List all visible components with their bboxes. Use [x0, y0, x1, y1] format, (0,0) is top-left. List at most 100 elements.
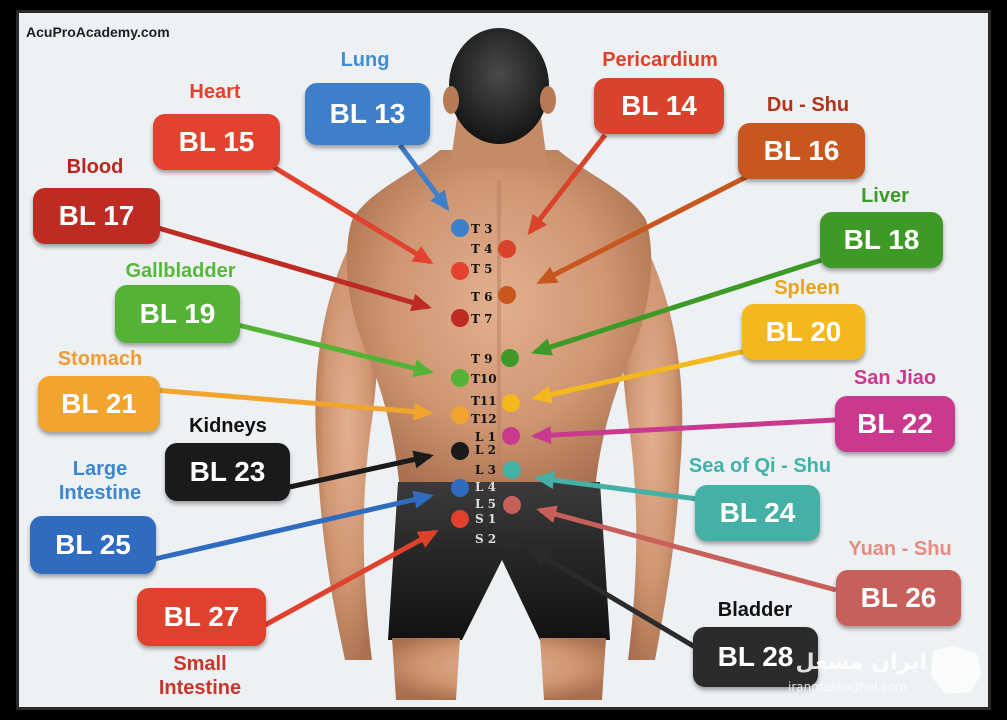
organ-label-stomach: Stomach	[57, 348, 143, 370]
point-dot-yuanshu	[503, 496, 521, 514]
point-box-yuanshu: BL 26	[836, 570, 961, 626]
point-dot-pericardium	[498, 240, 516, 258]
vertebra-label: T10	[471, 372, 497, 386]
arrow-bladder	[530, 547, 702, 653]
point-box-liver: BL 18	[820, 212, 943, 268]
arrow-blood	[147, 222, 429, 310]
point-dot-kidneys	[451, 442, 469, 460]
point-box-gallbladder: BL 19	[115, 285, 240, 343]
organ-label-blood: Blood	[66, 156, 124, 178]
point-box-stomach: BL 21	[38, 376, 160, 432]
vertebra-label: T11	[471, 394, 497, 408]
point-dot-dushu	[498, 286, 516, 304]
organ-label-liver: Liver	[861, 185, 909, 207]
vertebra-label: L 2	[475, 443, 496, 457]
arrowhead-bladder	[528, 547, 551, 566]
point-box-kidneys: BL 23	[165, 443, 290, 501]
point-box-lung: BL 13	[305, 83, 430, 145]
arrow-gallbladder	[237, 322, 431, 375]
vertebra-label: S 1	[475, 512, 497, 526]
organ-label-gallbladder: Gallbladder	[125, 260, 236, 282]
vertebra-label: L 4	[475, 480, 496, 494]
organ-label-lung: Lung	[340, 49, 390, 71]
arrowhead-seaofqi	[534, 471, 556, 490]
point-box-spleen: BL 20	[742, 304, 865, 360]
watermark-logo-icon	[931, 646, 981, 694]
point-code: BL 17	[58, 200, 135, 231]
point-dot-smallint	[451, 510, 469, 528]
point-code: BL 15	[178, 126, 255, 157]
point-box-heart: BL 15	[153, 114, 280, 170]
point-code: BL 19	[139, 298, 216, 329]
point-code: BL 26	[860, 582, 937, 613]
point-box-sanjiao: BL 22	[835, 396, 955, 452]
left-ear	[443, 86, 459, 114]
arrowhead-sanjiao	[531, 426, 552, 445]
point-dot-largeint	[451, 479, 469, 497]
arrowhead-pericardium	[527, 213, 547, 236]
organ-label-largeint: Large Intestine	[58, 458, 142, 504]
arrowhead-spleen	[531, 385, 553, 404]
vertebra-label: T12	[471, 412, 497, 426]
vertebra-label: T 6	[471, 290, 493, 304]
arrowhead-yuanshu	[536, 505, 558, 523]
point-code: BL 18	[843, 224, 920, 255]
vertebra-label: L 1	[475, 430, 496, 444]
point-dot-blood	[451, 309, 469, 327]
point-dot-lung	[451, 219, 469, 237]
organ-label-yuanshu: Yuan - Shu	[848, 538, 952, 560]
organ-label-seaofqi: Sea of Qi - Shu	[688, 455, 832, 477]
vertebra-label: L 5	[475, 497, 496, 511]
shorts	[388, 482, 610, 640]
organ-label-heart: Heart	[189, 81, 241, 103]
point-code: BL 22	[857, 408, 933, 439]
arrowhead-kidneys	[412, 450, 434, 469]
arrow-pericardium	[528, 133, 607, 234]
arrowhead-lung	[430, 189, 450, 212]
arrow-spleen	[534, 347, 751, 401]
point-dot-liver	[501, 349, 519, 367]
point-code: BL 14	[621, 90, 697, 121]
point-dot-seaofqi	[503, 461, 521, 479]
organ-label-sanjiao: San Jiao	[853, 367, 937, 389]
arrowhead-liver	[531, 338, 553, 356]
arrow-sanjiao	[534, 417, 836, 439]
brand-text: AcuProAcademy.com	[26, 24, 170, 40]
point-dot-spleen	[502, 394, 520, 412]
arrowhead-largeint	[412, 490, 434, 509]
arrowhead-dushu	[536, 266, 559, 284]
organ-label-dushu: Du - Shu	[766, 94, 850, 116]
organ-label-bladder: Bladder	[717, 599, 793, 621]
point-box-seaofqi: BL 24	[695, 485, 820, 541]
arrowhead-blood	[410, 293, 432, 312]
vertebra-label: T 3	[471, 222, 493, 236]
point-box-smallint: BL 27	[137, 588, 266, 646]
point-code: BL 21	[61, 388, 137, 419]
watermark-url: iranmashaghel.com	[788, 680, 907, 694]
vertebra-label: T 4	[471, 242, 493, 256]
arrow-smallint	[263, 529, 437, 628]
point-box-pericardium: BL 14	[594, 78, 724, 134]
point-code: BL 23	[189, 456, 266, 487]
point-code: BL 16	[763, 135, 840, 166]
arrow-kidneys	[284, 453, 431, 491]
points-layer	[451, 219, 521, 548]
arrow-stomach	[154, 387, 431, 416]
point-dot-bladder	[502, 530, 520, 548]
arrow-seaofqi	[537, 475, 706, 503]
arrow-dushu	[538, 172, 752, 285]
point-box-blood: BL 17	[33, 188, 160, 244]
point-box-dushu: BL 16	[738, 123, 865, 179]
vertebra-label: T 9	[471, 352, 493, 366]
arrowhead-stomach	[413, 402, 434, 421]
arrow-yuanshu	[539, 507, 837, 593]
arrowhead-heart	[411, 246, 434, 265]
point-dot-sanjiao	[502, 427, 520, 445]
point-code: BL 25	[55, 529, 131, 560]
vertebra-label: L 3	[475, 463, 496, 477]
point-dot-stomach	[451, 406, 469, 424]
organ-label-pericardium: Pericardium	[602, 49, 718, 71]
vertebra-label: T 5	[471, 262, 493, 276]
